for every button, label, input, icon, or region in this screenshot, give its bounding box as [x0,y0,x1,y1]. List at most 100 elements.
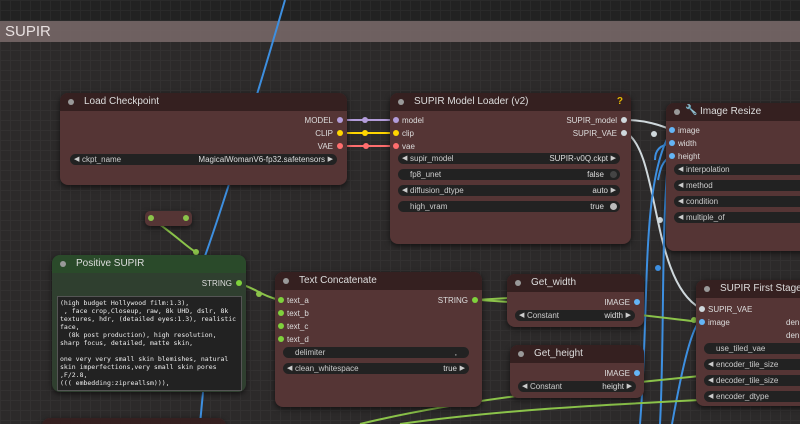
input-height[interactable]: height [678,152,700,161]
arrow-right-icon[interactable]: ▶ [610,187,616,194]
output-string-dot[interactable] [236,280,242,286]
node-title-bar[interactable]: Load Checkpoint [60,93,347,111]
link-midpoint[interactable] [657,217,663,223]
arrow-right-icon[interactable]: ▶ [625,312,631,319]
collapse-dot[interactable] [704,286,710,292]
arrow-left-icon[interactable]: ◀ [678,214,684,221]
link-midpoint[interactable] [363,143,369,149]
arrow-right-icon[interactable]: ▶ [327,156,333,163]
input-vae-dot[interactable] [393,143,399,149]
reroute-input-dot[interactable] [148,215,154,221]
collapse-dot[interactable] [515,280,521,286]
collapse-dot[interactable] [283,278,289,284]
input-text-a-dot[interactable] [278,297,284,303]
output-string[interactable]: STRING [201,279,232,288]
collapse-dot[interactable] [398,99,404,105]
node-image-resize[interactable]: 🔧 Image Resize image width height ◀ inte… [666,103,800,251]
input-supir-vae[interactable]: SUPIR_VAE [708,305,753,314]
arrow-left-icon[interactable]: ◀ [708,361,714,368]
input-image[interactable]: image [678,126,700,135]
prompt-textarea[interactable]: (high budget Hollywood film:1.3), , face… [57,296,242,391]
output-model-dot[interactable] [337,117,343,123]
fp8-unet-toggle[interactable]: fp8_unet false [398,169,620,180]
node-get-width[interactable]: Get_width IMAGE ◀ Constant width ▶ [507,274,644,327]
node-supir-model-loader[interactable]: SUPIR Model Loader (v2) ? model clip vae… [390,93,631,244]
method-combo[interactable]: ◀ method [674,180,800,191]
arrow-left-icon[interactable]: ◀ [402,187,408,194]
input-text-c[interactable]: text_c [287,322,309,331]
output-vae[interactable]: VAE [317,142,333,151]
node-positive-supir[interactable]: Positive SUPIR STRING (high budget Holly… [52,255,246,392]
delimiter-input[interactable]: delimiter , [283,347,469,358]
node-partial-bottom[interactable] [42,418,226,424]
collapse-dot[interactable] [60,261,66,267]
output-supir-model-dot[interactable] [621,117,627,123]
ckpt-name-combo[interactable]: ◀ ckpt_name MagicalWomanV6-fp32.safetens… [70,154,337,165]
constant-combo[interactable]: ◀ Constant width ▶ [515,310,635,321]
output-image-dot[interactable] [634,370,640,376]
link-midpoint[interactable] [691,317,697,323]
output-vae-dot[interactable] [337,143,343,149]
node-reroute[interactable] [145,211,192,226]
output-string-dot[interactable] [472,297,478,303]
arrow-right-icon[interactable]: ▶ [459,365,465,372]
node-supir-first-stage[interactable]: SUPIR First Stage (D SUPIR_VAE image den… [696,280,800,406]
input-clip-dot[interactable] [393,130,399,136]
multiple-of-number[interactable]: ◀ multiple_of [674,212,800,223]
input-text-d[interactable]: text_d [287,335,309,344]
arrow-left-icon[interactable]: ◀ [519,312,525,319]
reroute-output-dot[interactable] [183,215,189,221]
diffusion-dtype-combo[interactable]: ◀ diffusion_dtype auto ▶ [398,185,620,196]
input-vae[interactable]: vae [402,142,415,151]
output-denoised-2[interactable]: den [786,331,800,340]
input-text-d-dot[interactable] [278,336,284,342]
link-midpoint[interactable] [256,291,262,297]
node-title-bar[interactable]: SUPIR Model Loader (v2) ? [390,93,631,111]
node-title-bar[interactable]: Get_height [510,345,644,363]
output-supir-vae-dot[interactable] [621,130,627,136]
high-vram-toggle[interactable]: high_vram true [398,201,620,212]
input-text-b-dot[interactable] [278,310,284,316]
input-image-dot[interactable] [669,127,675,133]
input-image-dot[interactable] [699,319,705,325]
toggle-off-icon[interactable] [610,171,617,178]
link-midpoint[interactable] [362,117,368,123]
arrow-left-icon[interactable]: ◀ [678,198,684,205]
arrow-left-icon[interactable]: ◀ [678,182,684,189]
collapse-dot[interactable] [518,351,524,357]
output-clip[interactable]: CLIP [315,129,333,138]
output-image-dot[interactable] [634,299,640,305]
output-image[interactable]: IMAGE [604,369,630,378]
input-image[interactable]: image [708,318,730,327]
arrow-left-icon[interactable]: ◀ [402,155,408,162]
link-midpoint[interactable] [362,130,368,136]
arrow-left-icon[interactable]: ◀ [522,383,528,390]
collapse-dot[interactable] [674,109,680,115]
input-model-dot[interactable] [393,117,399,123]
supir-model-combo[interactable]: ◀ supir_model SUPIR-v0Q.ckpt ▶ [398,153,620,164]
node-get-height[interactable]: Get_height IMAGE ◀ Constant height ▶ [510,345,644,398]
node-title-bar[interactable]: Text Concatenate [275,272,482,290]
input-text-a[interactable]: text_a [287,296,309,305]
input-model[interactable]: model [402,116,424,125]
input-text-b[interactable]: text_b [287,309,309,318]
arrow-right-icon[interactable]: ▶ [626,383,632,390]
arrow-right-icon[interactable]: ▶ [610,155,616,162]
link-midpoint[interactable] [651,131,657,137]
output-image[interactable]: IMAGE [604,298,630,307]
group-header[interactable] [0,22,800,42]
input-text-c-dot[interactable] [278,323,284,329]
help-badge[interactable]: ? [616,96,623,107]
encoder-tile-size-number[interactable]: ◀ encoder_tile_size [704,359,800,370]
use-tiled-vae-toggle[interactable]: use_tiled_vae [704,343,800,354]
input-height-dot[interactable] [669,153,675,159]
node-title-bar[interactable]: Get_width [507,274,644,292]
node-title-bar[interactable]: 🔧 Image Resize [666,103,800,121]
condition-combo[interactable]: ◀ condition [674,196,800,207]
arrow-left-icon[interactable]: ◀ [678,166,684,173]
node-text-concatenate[interactable]: Text Concatenate text_a text_b text_c te… [275,272,482,407]
toggle-on-icon[interactable] [610,203,617,210]
node-title-bar[interactable]: SUPIR First Stage (D [696,280,800,298]
input-supir-vae-dot[interactable] [699,306,705,312]
